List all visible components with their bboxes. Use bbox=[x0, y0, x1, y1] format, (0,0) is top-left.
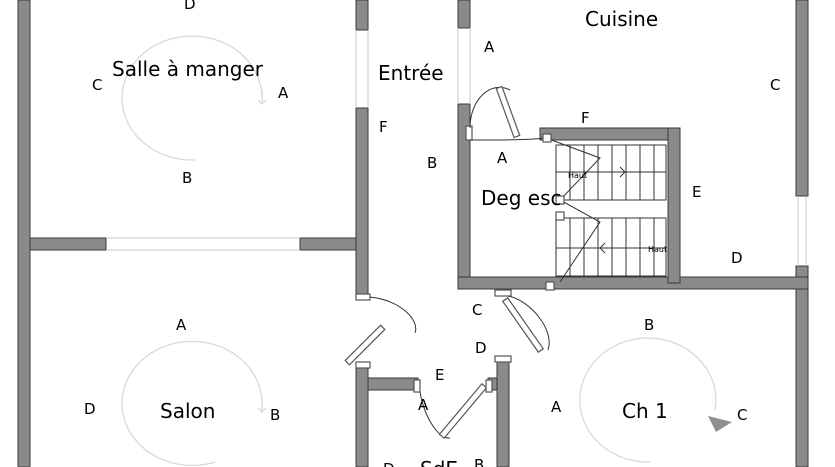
door-bedroom-swing bbox=[507, 295, 550, 351]
bedroom-wall-b: B bbox=[644, 316, 654, 334]
wall-central-lower bbox=[355, 365, 369, 467]
wall-right-exterior-bottom bbox=[795, 265, 809, 467]
stair-upper-arrow bbox=[580, 166, 626, 178]
wall-stair-right bbox=[667, 127, 681, 284]
kitchen-wall-a: A bbox=[484, 38, 495, 56]
stair-gate-post bbox=[545, 281, 555, 291]
door-bedroom-leaf bbox=[501, 297, 545, 353]
landing-wall-d: D bbox=[731, 249, 743, 267]
door-bedroom-jamb-2 bbox=[494, 355, 512, 363]
room-name-living: Salon bbox=[160, 399, 215, 423]
dining-wall-d: D bbox=[184, 0, 196, 13]
bathroom-wall-b: B bbox=[474, 456, 484, 467]
orientation-markers bbox=[121, 35, 732, 466]
stair-up-label-top: Haut bbox=[568, 171, 587, 180]
dining-wall-c: C bbox=[92, 76, 102, 94]
bathroom-wall-a: A bbox=[418, 396, 429, 414]
room-name-bathroom: SdE bbox=[420, 457, 458, 467]
room-names: Salle à manger Salon Entrée Cuisine Deg … bbox=[112, 7, 668, 467]
wall-bedroom-left bbox=[496, 361, 510, 467]
orientation-circle-dining bbox=[121, 35, 263, 161]
bathroom-wall-e: E bbox=[435, 366, 444, 384]
door-living-leaf bbox=[344, 324, 386, 366]
room-name-landing: Deg esc bbox=[481, 186, 561, 210]
wall-letters: D C A B A D B F B A C F A E D C D B A C … bbox=[84, 0, 780, 467]
orientation-arrow-bedroom bbox=[708, 416, 732, 432]
staircase: Haut Haut bbox=[542, 133, 667, 291]
dining-wall-b: B bbox=[182, 169, 192, 187]
kitchen-wall-c: C bbox=[770, 76, 780, 94]
orientation-circle-living bbox=[121, 340, 263, 466]
entry-wall-b: B bbox=[427, 154, 437, 172]
stair-gate-post bbox=[555, 211, 565, 221]
wall-right-exterior-top bbox=[795, 0, 809, 197]
room-name-kitchen: Cuisine bbox=[585, 7, 658, 31]
wall-stair-bottom bbox=[457, 276, 809, 290]
living-wall-d: D bbox=[84, 400, 96, 418]
living-wall-b: B bbox=[270, 406, 280, 424]
door-kitchen-jamb bbox=[465, 125, 473, 141]
bathroom-wall-d: D bbox=[383, 460, 395, 467]
wall-central-top bbox=[355, 0, 369, 31]
stair-flight-lower bbox=[555, 217, 667, 277]
wall-stair-top bbox=[539, 127, 681, 141]
openings bbox=[106, 28, 807, 266]
room-name-entry: Entrée bbox=[378, 61, 444, 85]
entry-wall-f: F bbox=[379, 118, 388, 136]
landing-wall-a: A bbox=[497, 149, 508, 167]
wall-kitchen-left-top bbox=[457, 0, 471, 29]
stair-up-label-bottom: Haut bbox=[648, 245, 667, 254]
stair-gate-post bbox=[555, 195, 565, 205]
door-living-jamb bbox=[355, 293, 371, 301]
wall-left-exterior bbox=[17, 0, 31, 467]
door-bathroom-swing bbox=[419, 391, 451, 439]
door-bathroom-leaf bbox=[438, 382, 488, 440]
orientation-arrow-living bbox=[257, 398, 267, 413]
door-kitchen-leaf bbox=[495, 85, 521, 139]
door-kitchen-swing bbox=[469, 87, 511, 129]
orientation-arrow-dining bbox=[257, 90, 267, 105]
door-bathroom-jamb bbox=[413, 379, 421, 393]
door-stair-swing bbox=[469, 137, 546, 141]
door-living-swing bbox=[369, 296, 417, 334]
stair-lower-arrow bbox=[599, 242, 640, 254]
door-living-jamb-2 bbox=[355, 361, 371, 369]
wall-central bbox=[355, 107, 369, 299]
landing-wall-f: F bbox=[581, 109, 590, 127]
doors bbox=[344, 85, 550, 440]
dining-wall-a: A bbox=[278, 84, 289, 102]
stair-gate-post bbox=[542, 133, 552, 143]
wall-dining-living-left bbox=[29, 237, 107, 251]
bedroom-wall-c: C bbox=[737, 406, 747, 424]
landing-wall-e: E bbox=[692, 183, 701, 201]
bedroom-wall-d: D bbox=[475, 339, 487, 357]
door-bathroom-jamb-2 bbox=[485, 379, 493, 393]
door-bedroom-jamb bbox=[494, 289, 512, 297]
orientation-circle-bedroom bbox=[579, 337, 717, 463]
wall-dining-living-right bbox=[299, 237, 357, 251]
wall-bathroom-top bbox=[367, 377, 419, 391]
room-name-bedroom: Ch 1 bbox=[622, 399, 668, 423]
bedroom-wall-c-top: C bbox=[472, 301, 482, 319]
living-wall-a: A bbox=[176, 316, 187, 334]
bedroom-wall-a: A bbox=[551, 398, 562, 416]
room-name-dining: Salle à manger bbox=[112, 57, 264, 81]
